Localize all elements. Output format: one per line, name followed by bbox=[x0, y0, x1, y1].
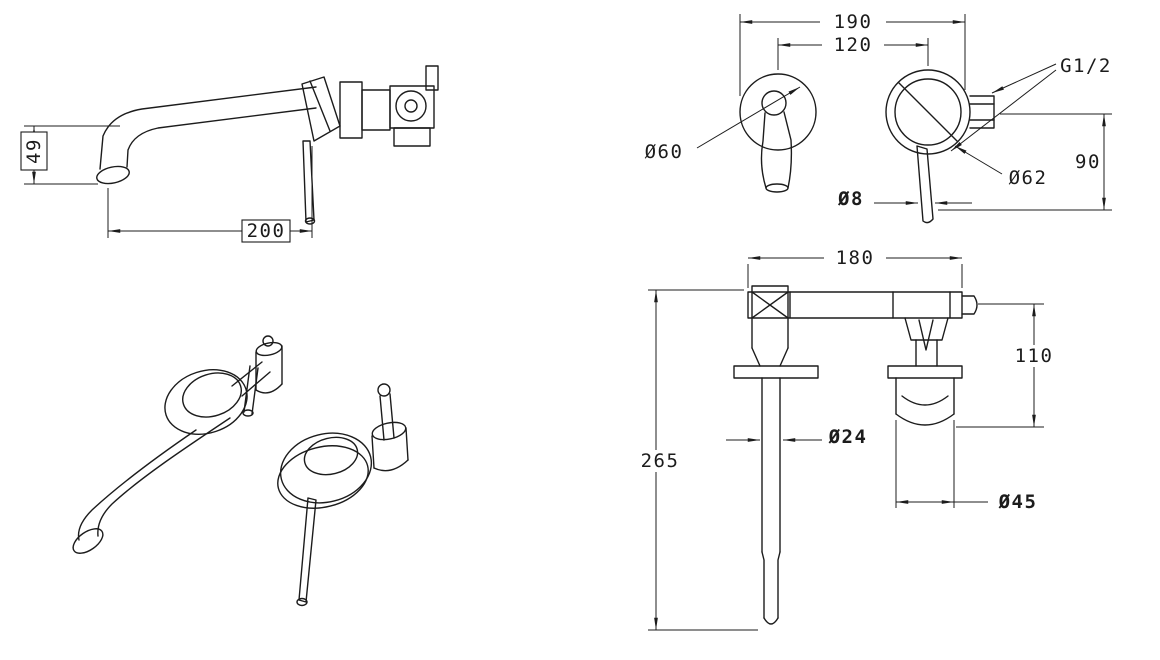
dim-right-trim-dia: Ø62 bbox=[954, 145, 1048, 189]
dim-spout-height: 49 bbox=[20, 125, 120, 185]
dim-label-cartridge-dia: Ø45 bbox=[998, 491, 1038, 513]
dim-label-lever-drop: 90 bbox=[1075, 151, 1101, 173]
iso-mounting-bracket bbox=[231, 335, 283, 417]
dim-label-overall-width: 190 bbox=[834, 11, 873, 33]
installation-view: 180 265 110 Ø24 Ø45 bbox=[632, 247, 1058, 631]
dim-label-spout-length: 265 bbox=[641, 450, 680, 472]
dim-left-trim-dia: Ø60 bbox=[645, 86, 801, 163]
spout-profile bbox=[96, 86, 317, 185]
dim-spout-length: 265 bbox=[632, 289, 758, 631]
dim-inlet-thread: G1/2 bbox=[950, 55, 1112, 152]
connection-bar bbox=[747, 291, 978, 319]
dim-lever-drop: 90 bbox=[938, 113, 1112, 211]
dim-spout-reach: 200 bbox=[107, 146, 313, 243]
dim-label-spout-height: 49 bbox=[23, 138, 45, 164]
dim-overall-width: 190 bbox=[739, 11, 966, 96]
lever-profile bbox=[302, 140, 316, 225]
dim-label-center-spacing: 120 bbox=[834, 34, 873, 56]
dim-label-valve-depth: 110 bbox=[1015, 345, 1054, 367]
dim-valve-depth: 110 bbox=[956, 303, 1058, 428]
iso-spout-assembly bbox=[72, 369, 248, 554]
front-view: 190 120 Ø60 Ø62 Ø8 G1/2 90 bbox=[645, 11, 1112, 224]
dim-spout-tube-dia: Ø24 bbox=[726, 426, 868, 448]
lever-front bbox=[916, 145, 934, 224]
dim-label-lever-rod-dia: Ø8 bbox=[837, 188, 864, 210]
dim-label-inlet-thread: G1/2 bbox=[1060, 55, 1112, 77]
isometric-view bbox=[72, 335, 409, 607]
dim-lever-rod-dia: Ø8 bbox=[837, 188, 972, 210]
spout-union bbox=[733, 285, 819, 379]
right-trim-ring bbox=[885, 69, 995, 155]
iso-handle-assembly bbox=[277, 383, 409, 607]
dim-label-body-width: 180 bbox=[836, 247, 875, 269]
dim-label-spout-tube-dia: Ø24 bbox=[828, 426, 868, 448]
left-trim-ring bbox=[739, 73, 817, 193]
dim-label-right-trim-dia: Ø62 bbox=[1009, 167, 1048, 189]
dim-body-width: 180 bbox=[747, 247, 963, 288]
side-view: 49 200 bbox=[20, 65, 439, 243]
valve-cartridge bbox=[887, 317, 963, 426]
dim-label-spout-reach: 200 bbox=[247, 220, 286, 242]
dim-label-left-trim-dia: Ø60 bbox=[645, 141, 684, 163]
spout-tube bbox=[761, 377, 781, 625]
dim-center-spacing: 120 bbox=[777, 34, 929, 70]
dim-cartridge-dia: Ø45 bbox=[895, 420, 1038, 513]
valve-body-profile bbox=[301, 65, 439, 147]
